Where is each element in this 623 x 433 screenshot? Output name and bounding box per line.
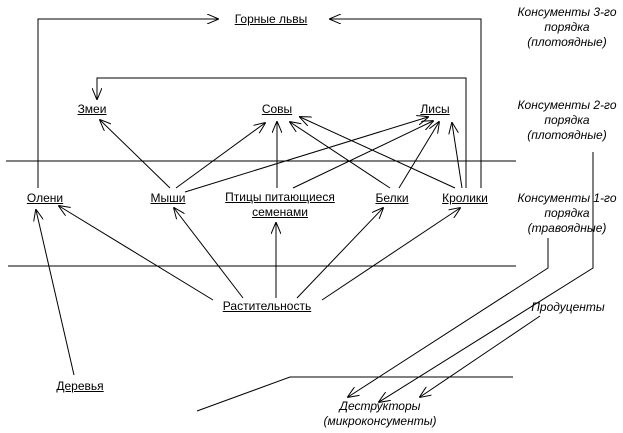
plants-label: Растительность <box>222 299 312 313</box>
mice-label: Мыши <box>150 191 186 205</box>
arrow-plants-to-mice <box>174 208 244 299</box>
arrow-birds-to-foxes <box>292 121 433 189</box>
level-consumers-2-label: Консументы 2-го порядка (плотоядные) <box>517 98 617 142</box>
snakes-label: Змеи <box>77 102 107 116</box>
trees-label: Деревья <box>56 379 104 393</box>
arrow-consumers2-to-decomposers <box>379 152 594 402</box>
lions-label: Горные львы <box>234 12 308 26</box>
arrow-plants-to-rabbits <box>321 208 460 301</box>
arrow-mice-to-snakes <box>100 120 171 189</box>
rabbits-label: Кролики <box>442 191 488 205</box>
arrow-squirrels-to-owls <box>290 122 391 189</box>
arrow-producers-to-decomposers <box>420 315 541 397</box>
arrow-rabbits-to-lions <box>330 19 482 188</box>
arrow-squirrels-to-foxes <box>398 122 439 189</box>
level-consumers-1-label: Консументы 1-го порядка (травоядные) <box>517 191 617 235</box>
arrow-mice-to-owls <box>175 123 265 189</box>
arrow-plants-to-squirrels <box>296 208 383 299</box>
arrow-mice-to-foxes <box>184 117 428 193</box>
decomposer-ground-line <box>196 376 513 412</box>
arrow-plants-to-deer <box>59 206 214 301</box>
arrow-deer-to-lions <box>37 19 218 188</box>
level-producers-label: Продуценты <box>531 300 605 314</box>
seed-birds-label: Птицы питающиеся семенами <box>225 190 335 219</box>
owls-label: Совы <box>261 102 293 116</box>
decomposers-label: Деструкторы (микроконсументы) <box>323 399 437 428</box>
foxes-label: Лисы <box>420 102 450 116</box>
arrow-rabbits-to-foxes <box>452 123 463 189</box>
arrow-rabbits-to-snakes <box>97 77 467 188</box>
deer-label: Олени <box>26 191 64 205</box>
arrow-rabbits-to-owls <box>300 117 456 189</box>
arrow-trees-to-deer <box>36 210 75 376</box>
squirrels-label: Белки <box>375 191 409 205</box>
level-consumers-3-label: Консументы 3-го порядка (плотоядные) <box>517 5 617 49</box>
arrow-consumers-to-decomposers <box>348 238 549 397</box>
